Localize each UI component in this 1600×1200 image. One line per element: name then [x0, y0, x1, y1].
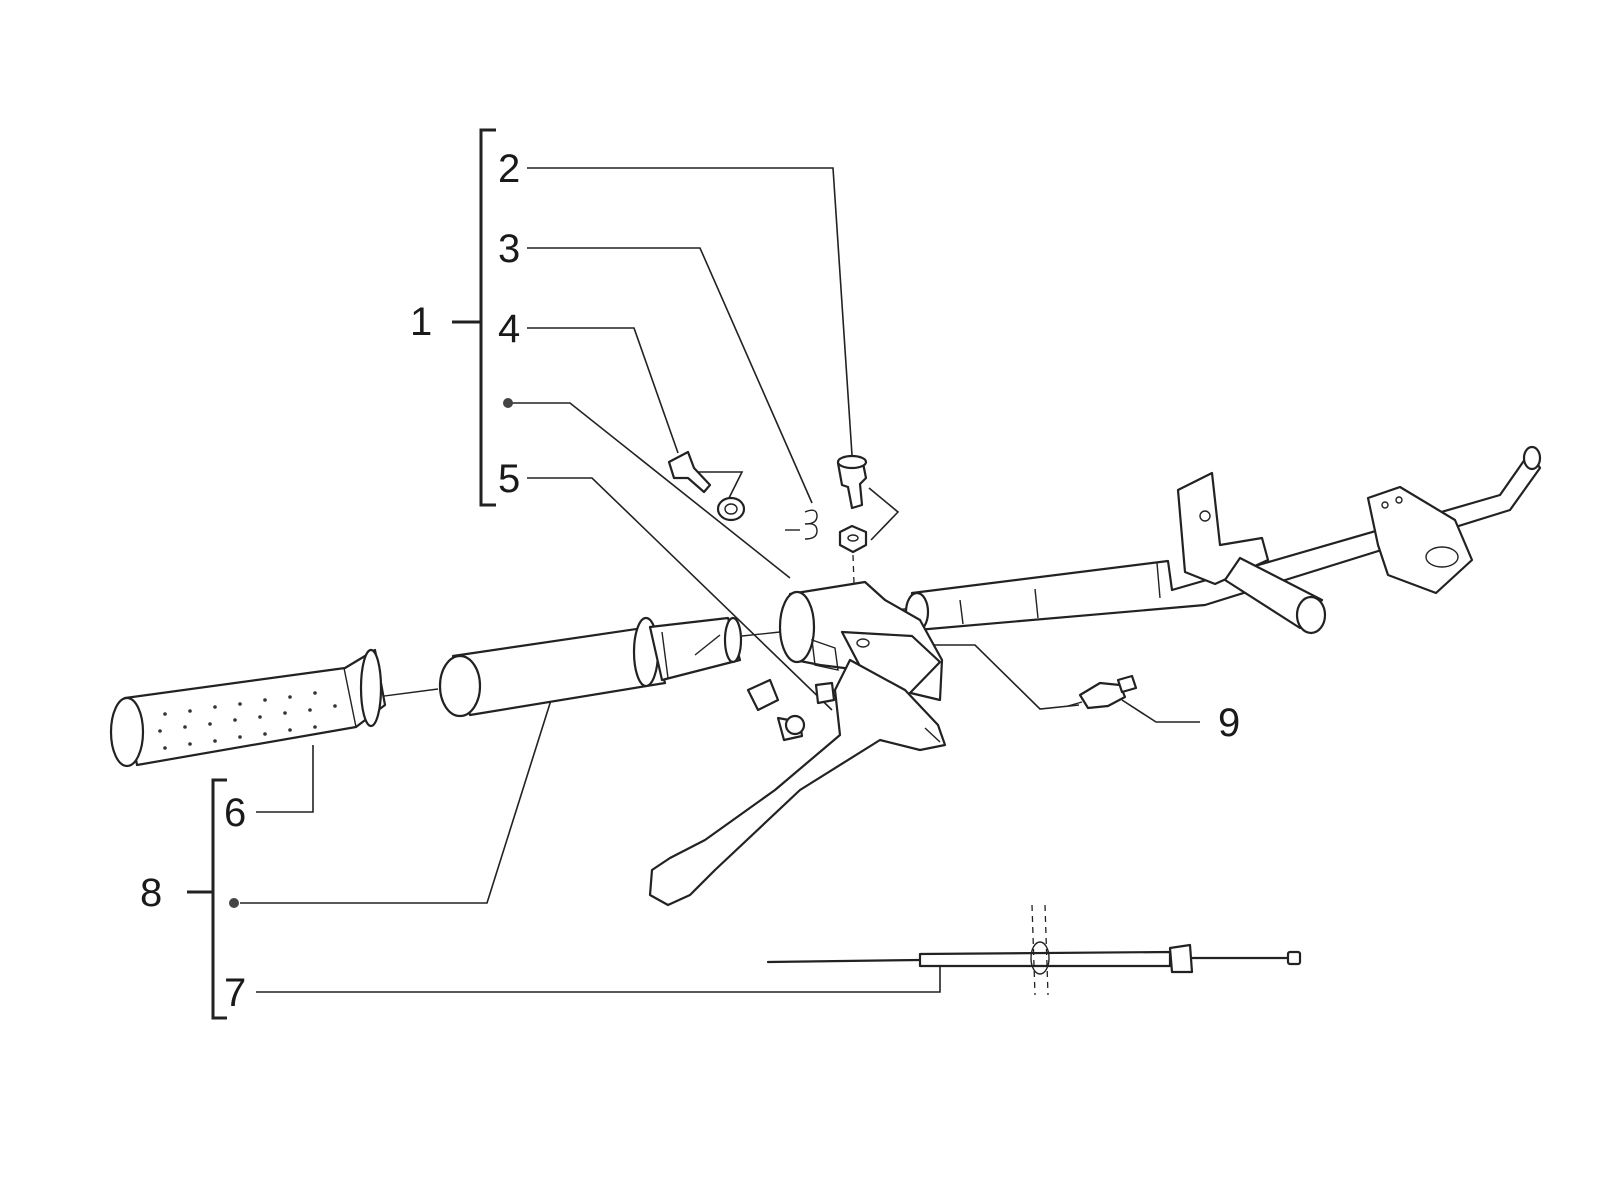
brake-cable — [766, 904, 1302, 996]
callout-3: 3 — [498, 227, 520, 271]
switch-part — [1067, 674, 1138, 710]
throttle-tube — [438, 616, 743, 718]
leader-lines — [240, 167, 1200, 993]
lever-housing — [778, 580, 944, 702]
spring — [785, 509, 818, 540]
adjuster-fittings — [746, 678, 836, 742]
brake-lever — [648, 658, 947, 907]
group-8-dot — [229, 898, 239, 908]
bracket-group-1 — [452, 128, 496, 507]
pivot-pin-and-nut — [836, 454, 868, 554]
callout-7: 7 — [224, 971, 246, 1015]
callout-2: 2 — [498, 147, 520, 191]
callout-1: 1 — [410, 300, 432, 344]
callout-8: 8 — [140, 871, 162, 915]
grip-texture — [158, 691, 337, 750]
callout-4: 4 — [498, 307, 520, 351]
group-1-dot — [503, 398, 513, 408]
handlebar-tube — [904, 445, 1542, 635]
bracket-group-8 — [187, 778, 227, 1020]
handgrip — [109, 648, 387, 768]
callout-9: 9 — [1218, 701, 1240, 745]
callout-6: 6 — [224, 791, 246, 835]
callout-5: 5 — [498, 457, 520, 501]
screw-and-washer — [667, 450, 746, 522]
